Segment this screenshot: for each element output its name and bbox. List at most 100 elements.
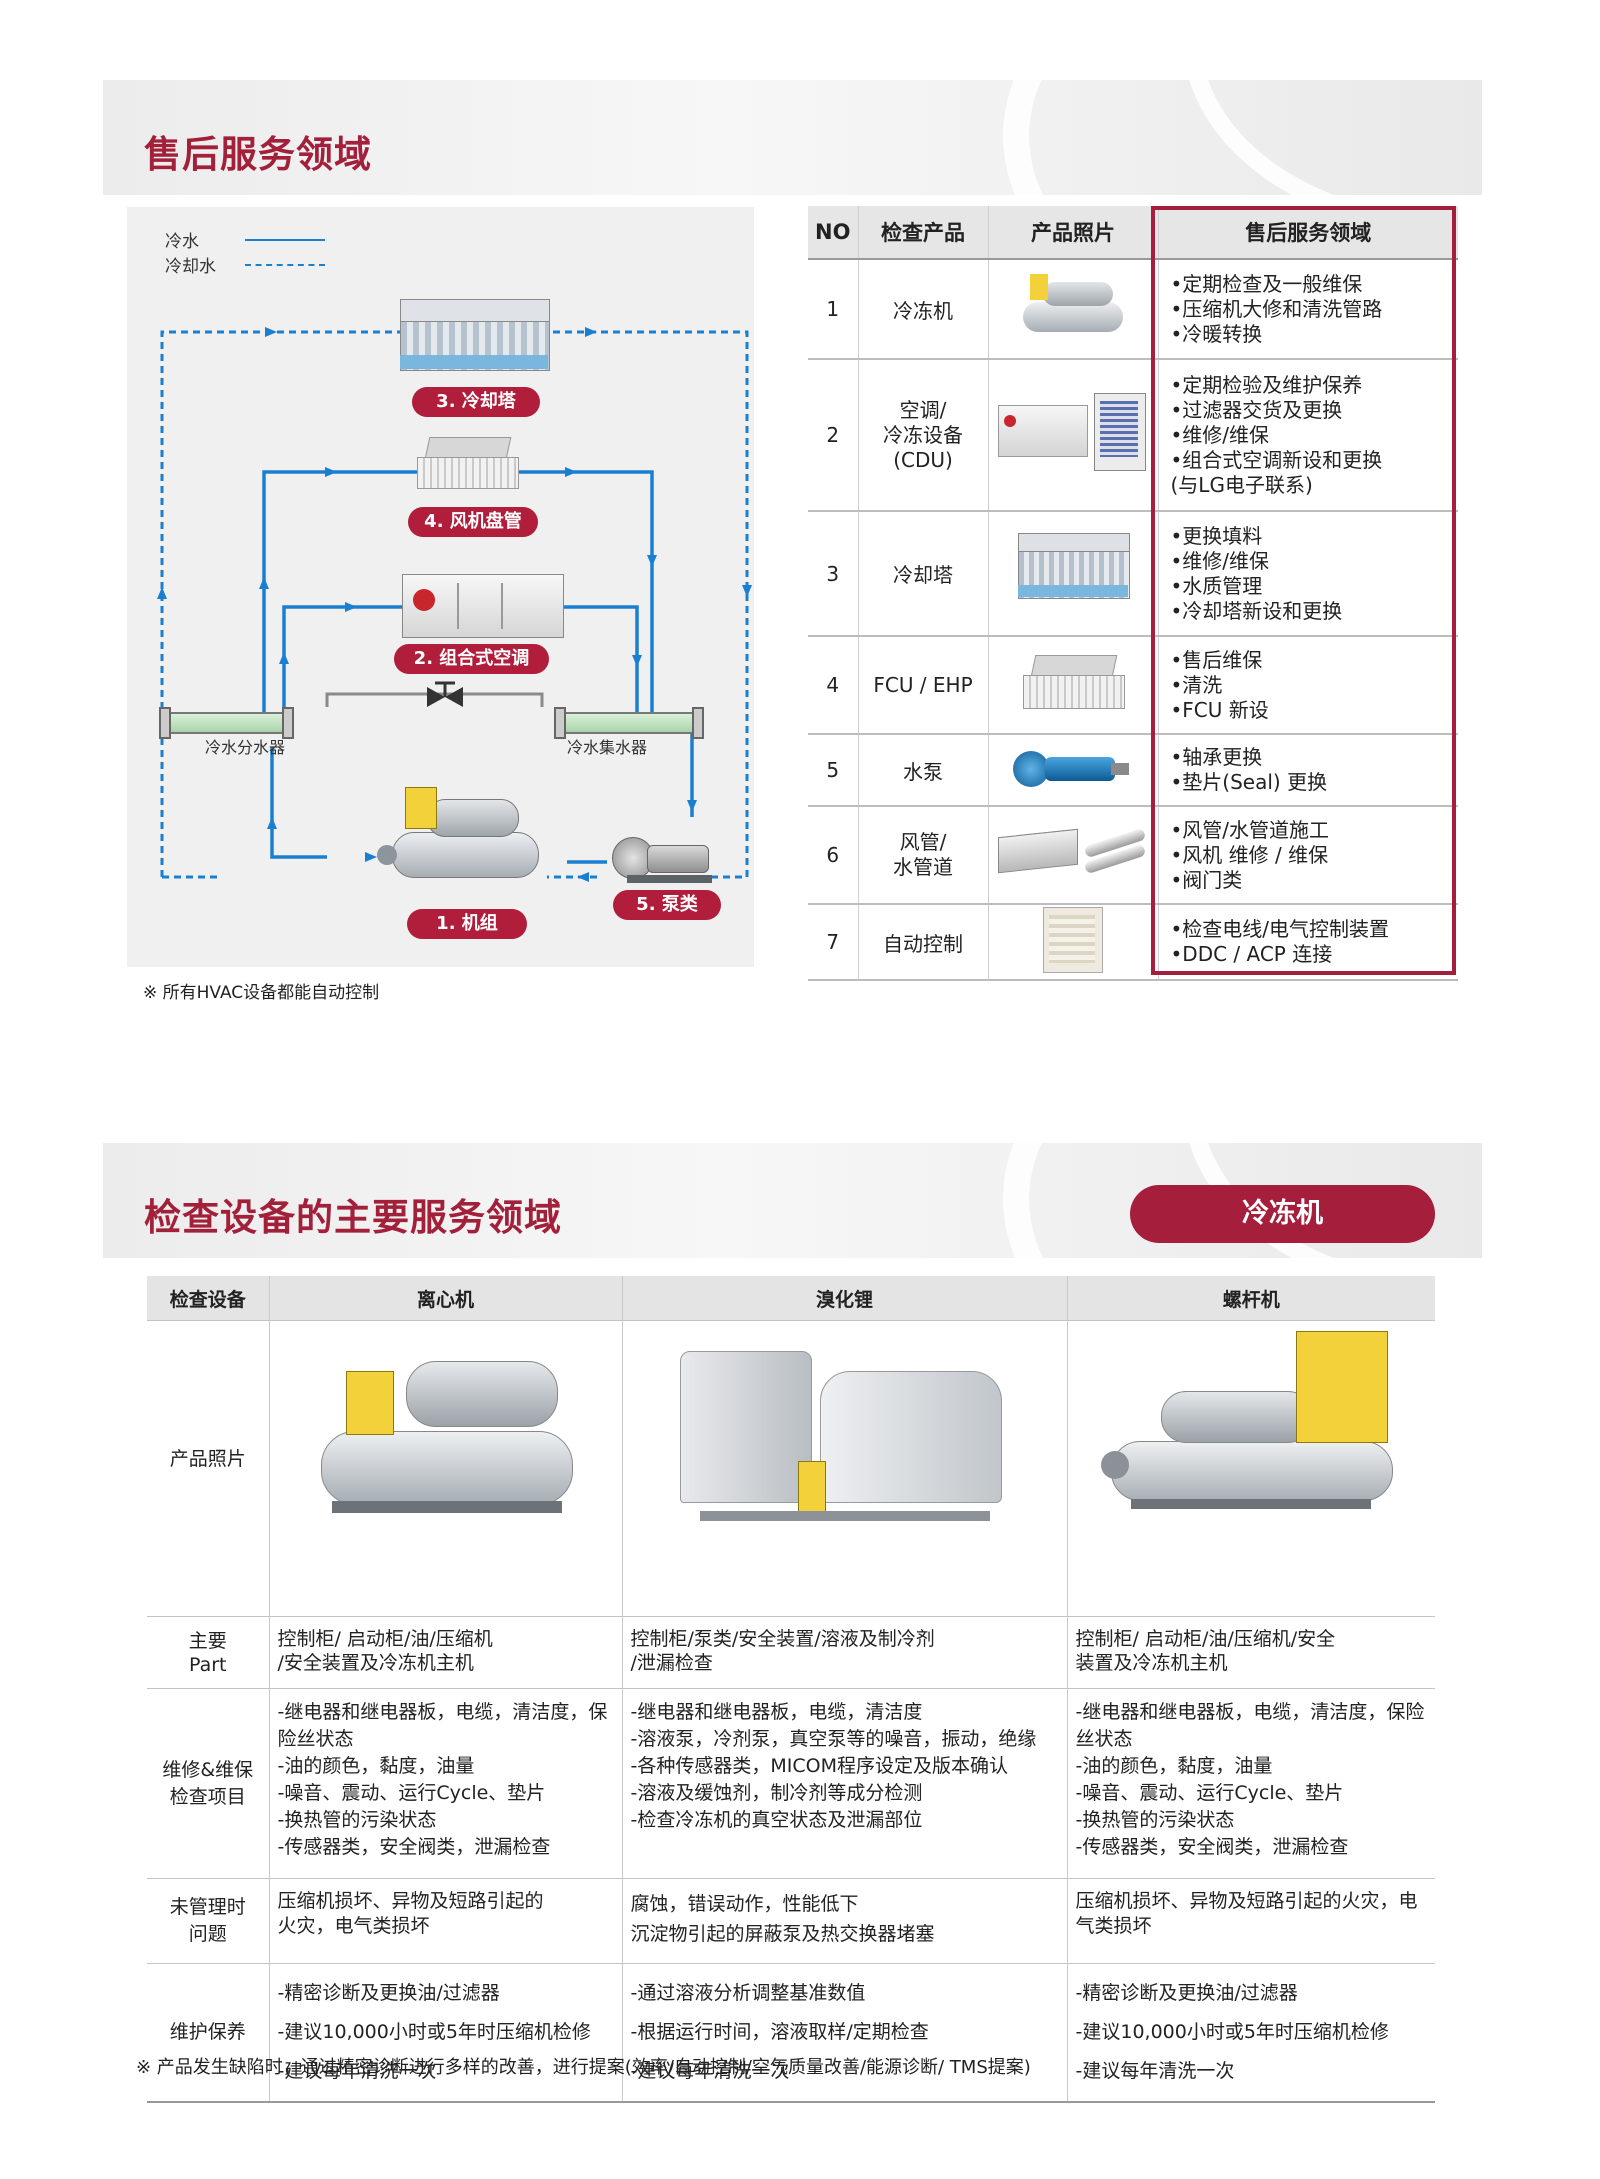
pump-image: [612, 827, 722, 887]
col-header-service: 售后服务领域: [1157, 206, 1458, 260]
table-row: 维护保养 -精密诊断及更换油/过滤器 -建议10,000小时或5年时压缩机检修 …: [147, 1963, 1435, 2103]
control-panel-photo: [1043, 906, 1103, 973]
table-row: 主要 Part 控制柜/ 启动柜/油/压缩机 /安全装置及冷冻机主机 控制柜/泵…: [147, 1616, 1435, 1689]
section-header-inspection: 检查设备的主要服务领域 冷冻机: [103, 1143, 1482, 1258]
category-pill: 冷冻机: [1130, 1185, 1435, 1243]
service-item: •压缩机大修和清洗管路: [1170, 296, 1383, 321]
row-product: FCU / EHP: [857, 636, 988, 735]
col-header-absorption: 溴化锂: [621, 1276, 1067, 1321]
return-header-manifold: [562, 712, 696, 734]
row-photo: [987, 359, 1158, 512]
col-header-centrifugal: 离心机: [268, 1276, 622, 1321]
header-cap: [554, 707, 566, 739]
inspection-cell: -继电器和继电器板，电缆，清洁度，保险丝状态 -油的颜色，黏度，油量 -噪音、震…: [1066, 1688, 1435, 1879]
inspection-cell: -继电器和继电器板，电缆，清洁度，保险丝状态 -油的颜色，黏度，油量 -噪音、震…: [268, 1688, 622, 1879]
issue-cell: 腐蚀，错误动作，性能低下 沉淀物引起的屏蔽泵及热交换器堵塞: [621, 1878, 1067, 1964]
fcu-label: 4. 风机盘管: [408, 507, 538, 537]
inspection-item: -继电器和继电器板，电缆，清洁度，保险丝状态: [277, 1701, 608, 1750]
header-cap: [692, 707, 704, 739]
inspection-item: -油的颜色，黏度，油量: [277, 1755, 475, 1777]
part-cell: 控制柜/ 启动柜/油/压缩机/安全 装置及冷冻机主机: [1066, 1616, 1435, 1689]
service-item: •DDC / ACP 连接: [1170, 942, 1333, 966]
service-item: •过滤器交货及更换: [1170, 397, 1343, 422]
service-item: •冷却塔新设和更换: [1170, 598, 1343, 623]
maintenance-item: -精密诊断及更换油/过滤器: [277, 1982, 500, 2004]
service-item: •垫片(Seal) 更换: [1170, 770, 1328, 794]
duct-pipe-photo: [998, 823, 1148, 883]
inspection-item: -传感器类，安全阀类，泄漏检查: [277, 1836, 551, 1858]
row-head: 产品照片: [147, 1320, 269, 1617]
maintenance-item: -建议10,000小时或5年时压缩机检修: [277, 2021, 591, 2043]
legend-dashed-line: [245, 264, 325, 266]
service-item: •售后维保: [1170, 647, 1263, 672]
table-row: 2 空调/ 冷冻设备 (CDU) •定期检验及维护保养 •过滤器交货及更换 •维…: [808, 359, 1458, 512]
row-no: 6: [808, 806, 858, 905]
service-item: •水质管理: [1170, 573, 1263, 598]
row-product: 水泵: [857, 734, 988, 807]
diagram-note: ※ 所有HVAC设备都能自动控制: [143, 983, 380, 1003]
table-header-row: 检查设备 离心机 溴化锂 螺杆机: [147, 1276, 1435, 1321]
chiller-image: [377, 787, 547, 897]
row-photo: [987, 806, 1158, 905]
issue-cell: 压缩机损坏、异物及短路引起的 火灾，电气类损坏: [268, 1878, 622, 1964]
issue-cell: 压缩机损坏、异物及短路引起的火灾，电 气类损坏: [1066, 1878, 1435, 1964]
service-item: •定期检查及一般维保: [1170, 271, 1363, 296]
legend-solid-line: [245, 239, 325, 241]
return-header-label: 冷水集水器: [567, 738, 648, 757]
service-item: (与LG电子联系): [1170, 472, 1313, 497]
table-header-row: NO 检查产品 产品照片 售后服务领域: [808, 206, 1458, 260]
row-services: •更换填料 •维修/维保 •水质管理 •冷却塔新设和更换: [1157, 511, 1458, 637]
cdu-photo: [998, 392, 1148, 473]
row-photo: [987, 636, 1158, 735]
cooling-tower-photo: [1018, 533, 1130, 609]
chiller-label: 1. 机组: [407, 909, 527, 939]
inspection-item: -换热管的污染状态: [277, 1809, 437, 1831]
inspection-cell: -继电器和继电器板，电缆，清洁度 -溶液泵，冷剂泵，真空泵等的噪音，振动，绝缘 …: [621, 1688, 1067, 1879]
row-product: 冷却塔: [857, 511, 988, 637]
section-header-aftersales: 售后服务领域: [103, 80, 1482, 195]
row-no: 3: [808, 511, 858, 637]
maintenance-cell: -精密诊断及更换油/过滤器 -建议10,000小时或5年时压缩机检修 -建议每年…: [1066, 1963, 1435, 2103]
photo-cell: [621, 1320, 1067, 1617]
row-product: 风管/ 水管道: [857, 806, 988, 905]
section-title: 售后服务领域: [144, 133, 372, 176]
inspection-item: -溶液及缓蚀剂，制冷剂等成分检测: [630, 1782, 923, 1804]
col-header-screw: 螺杆机: [1066, 1276, 1435, 1321]
maintenance-item: -精密诊断及更换油/过滤器: [1075, 1982, 1298, 2004]
inspection-item: -溶液泵，冷剂泵，真空泵等的噪音，振动，绝缘: [630, 1728, 1037, 1750]
chiller-photo: [1018, 272, 1128, 342]
table-row: 4 FCU / EHP •售后维保 •清洗 •FCU 新设: [808, 636, 1458, 735]
row-services: •风管/水管道施工 •风机 维修 / 维保 •阀门类: [1157, 806, 1458, 905]
absorption-chiller-photo: [679, 1331, 1010, 1531]
row-photo: [987, 259, 1158, 360]
hvac-system-diagram: 冷水 冷却水: [127, 207, 754, 967]
service-item: •阀门类: [1170, 867, 1243, 892]
table-row: 未管理时 问题 压缩机损坏、异物及短路引起的 火灾，电气类损坏 腐蚀，错误动作，…: [147, 1878, 1435, 1964]
maintenance-item: -建议10,000小时或5年时压缩机检修: [1075, 2021, 1389, 2043]
supply-header-manifold: [167, 712, 286, 734]
service-item: •维修/维保: [1170, 548, 1270, 573]
row-photo: [987, 904, 1158, 981]
fcu-image: [417, 437, 519, 489]
col-header-equipment: 检查设备: [147, 1276, 269, 1321]
inspection-item: -继电器和继电器板，电缆，清洁度，保险丝状态: [1075, 1701, 1425, 1750]
row-product: 自动控制: [857, 904, 988, 981]
row-no: 4: [808, 636, 858, 735]
ahu-label: 2. 组合式空调: [394, 644, 549, 674]
row-services: •检查电线/电气控制装置 •DDC / ACP 连接: [1157, 904, 1458, 981]
maintenance-cell: -精密诊断及更换油/过滤器 -建议10,000小时或5年时压缩机检修 -建议每年…: [268, 1963, 622, 2103]
inspection-item: -继电器和继电器板，电缆，清洁度: [630, 1701, 923, 1723]
service-item: •更换填料: [1170, 523, 1263, 548]
maintenance-item: -建议每年清洗一次: [630, 2060, 790, 2082]
row-photo: [987, 734, 1158, 807]
legend-cooling-water: 冷却水: [165, 257, 216, 277]
row-services: •轴承更换 •垫片(Seal) 更换: [1157, 734, 1458, 807]
aftersales-table: NO 检查产品 产品照片 售后服务领域 1 冷冻机 •定期检查及一般维保 •压缩…: [808, 206, 1458, 981]
legend-chilled-water: 冷水: [165, 232, 199, 252]
centrifugal-chiller-photo: [316, 1331, 576, 1521]
header-cap: [282, 707, 294, 739]
maintenance-item: -根据运行时间，溶液取样/定期检查: [630, 2021, 929, 2043]
table-row: 1 冷冻机 •定期检查及一般维保 •压缩机大修和清洗管路 •冷暖转换: [808, 259, 1458, 360]
section-title: 检查设备的主要服务领域: [144, 1196, 562, 1239]
row-head: 维修&维保 检查项目: [147, 1688, 269, 1879]
